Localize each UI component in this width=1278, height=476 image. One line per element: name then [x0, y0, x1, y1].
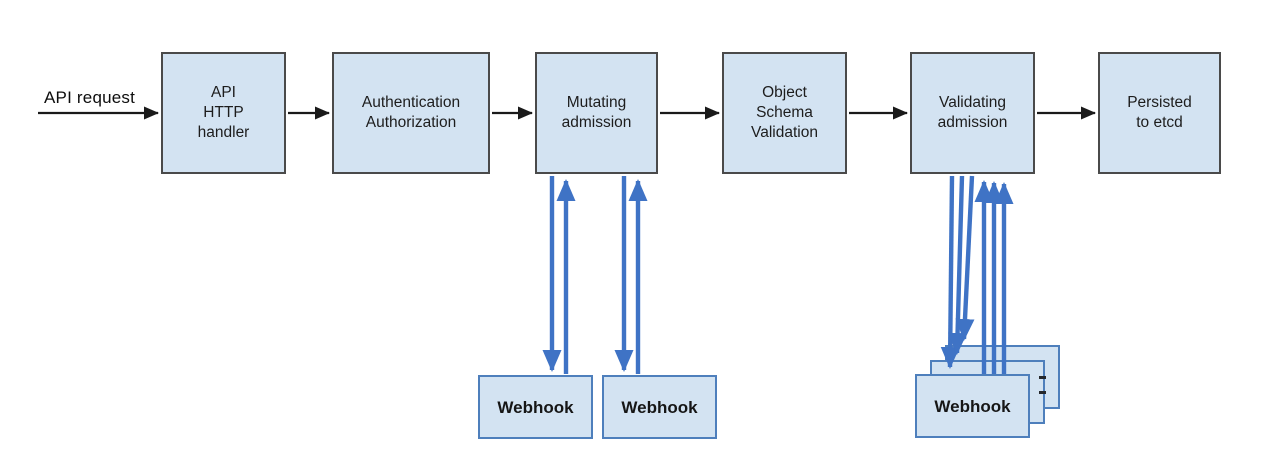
node-label: Authentication Authorization — [361, 94, 461, 131]
node-persisted-to-etcd: Persisted to etcd — [1098, 52, 1221, 174]
webhook-box-mutating-2: Webhook — [602, 375, 717, 439]
webhook-label: Webhook — [497, 397, 574, 417]
node-label: Mutating admission — [561, 94, 632, 131]
node-validating-admission: Validating admission — [910, 52, 1035, 174]
api-request-label: API request — [44, 88, 136, 107]
arrow-validating-to-webhook-back — [955, 175, 975, 341]
webhook-box-mutating-1: Webhook — [478, 375, 593, 439]
arrow-validating-to-webhook-front — [940, 175, 960, 369]
node-mutating-admission: Mutating admission — [535, 52, 658, 174]
node-object-schema-validation: Object Schema Validation — [722, 52, 847, 174]
node-label: Object Schema Validation — [751, 84, 818, 141]
webhook-label: Webhook — [621, 397, 698, 417]
node-authentication-authorization: Authentication Authorization — [332, 52, 490, 174]
clipped-label-fragment — [1039, 376, 1046, 394]
webhook-box-validating-front: Webhook — [915, 374, 1030, 438]
node-label: Validating admission — [937, 94, 1008, 131]
node-label: API HTTP handler — [197, 84, 250, 141]
node-label: Persisted to etcd — [1127, 94, 1192, 131]
webhook-label: Webhook — [934, 396, 1011, 416]
node-api-http-handler: API HTTP handler — [161, 52, 286, 174]
arrow-validating-to-webhook-middle — [948, 175, 968, 355]
